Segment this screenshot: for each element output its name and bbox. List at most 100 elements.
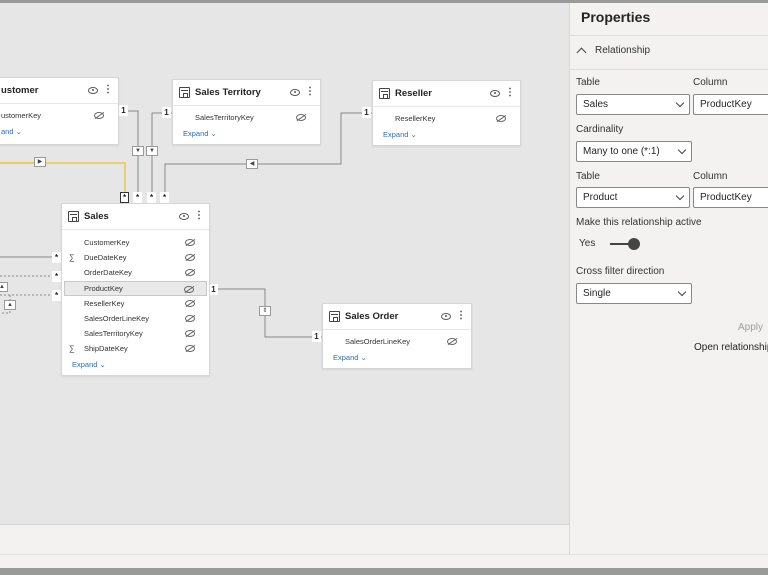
field-row[interactable]: ustomerKey xyxy=(0,108,118,123)
visibility-icon[interactable] xyxy=(441,312,451,320)
expand-link[interactable]: and ⌄ xyxy=(1,126,22,136)
window-bottom-border xyxy=(0,568,768,575)
field-row-selected[interactable]: ProductKey xyxy=(64,280,207,296)
field-label: ProductKey xyxy=(84,283,123,293)
relationship-section-toggle[interactable]: Relationship xyxy=(576,45,650,58)
table-card-customer[interactable]: ustomer ⋮ ustomerKey and ⌄ xyxy=(0,77,119,145)
more-options-icon[interactable]: ⋮ xyxy=(456,310,466,321)
sum-icon: ∑ xyxy=(69,253,75,263)
table-card-sales[interactable]: Sales ⋮ CustomerKey ∑ DueDateKey OrderDa… xyxy=(61,203,210,376)
status-bar xyxy=(0,554,768,568)
model-canvas[interactable]: ▶ ▼ ▼ ◀ ⇕ ▲ ▲ 1 1 1 * * * * * * * 1 1 us… xyxy=(0,3,569,524)
hidden-field-icon xyxy=(185,314,195,322)
properties-panel: Properties Relationship Table Column Sal… xyxy=(570,3,768,554)
cross-filter-label: Cross filter direction xyxy=(576,266,665,277)
field-row[interactable]: ∑ ShipDateKey xyxy=(62,341,209,356)
visibility-icon[interactable] xyxy=(88,86,98,94)
table-card-reseller[interactable]: Reseller ⋮ ResellerKey Expand ⌄ xyxy=(372,80,521,146)
toggle-knob xyxy=(628,238,640,250)
cardinality-one-marker: 1 xyxy=(119,105,128,116)
table-title: ustomer xyxy=(1,85,39,96)
visibility-icon[interactable] xyxy=(179,212,189,220)
panel-title: Properties xyxy=(581,9,651,25)
open-relationship-link[interactable]: Open relationship xyxy=(694,342,768,353)
cardinality-label: Cardinality xyxy=(576,124,624,135)
field-row[interactable]: SalesOrderLineKey xyxy=(323,334,471,349)
field-label: OrderDateKey xyxy=(84,268,132,278)
filter-direction-icon: ▲ xyxy=(0,282,8,292)
divider xyxy=(570,35,768,36)
field-row[interactable]: SalesOrderLineKey xyxy=(62,311,209,326)
table-icon xyxy=(179,87,190,98)
filter-direction-icon: ▲ xyxy=(4,300,16,310)
table-card-sales-order[interactable]: Sales Order ⋮ SalesOrderLineKey Expand ⌄ xyxy=(322,303,472,369)
chevron-down-icon xyxy=(677,145,687,155)
cardinality-many-marker: * xyxy=(52,252,61,263)
field-row[interactable]: ResellerKey xyxy=(373,111,520,126)
field-label: DueDateKey xyxy=(84,253,127,263)
apply-button[interactable]: Apply xyxy=(738,322,764,333)
column1-select[interactable]: ProductKey xyxy=(693,94,768,115)
cardinality-select[interactable]: Many to one (*:1) xyxy=(576,141,692,162)
field-label: ustomerKey xyxy=(1,111,42,121)
cardinality-many-marker: * xyxy=(147,192,156,203)
chevron-down-icon xyxy=(675,191,685,201)
expand-label: Expand xyxy=(183,128,209,138)
hidden-field-icon xyxy=(296,114,306,121)
table-icon xyxy=(68,211,79,222)
field-label: ResellerKey xyxy=(395,114,436,124)
select-value: ProductKey xyxy=(700,99,752,110)
select-value: ProductKey xyxy=(700,192,752,203)
visibility-icon[interactable] xyxy=(490,89,500,97)
active-toggle[interactable] xyxy=(610,238,640,250)
cardinality-many-marker: * xyxy=(120,192,129,203)
hidden-field-icon xyxy=(185,299,195,307)
field-label: CustomerKey xyxy=(84,238,130,248)
field-row[interactable]: SalesTerritoryKey xyxy=(173,110,320,125)
expand-link[interactable]: Expand ⌄ xyxy=(183,128,217,138)
bidirectional-filter-icon: ⇕ xyxy=(259,306,271,316)
field-row[interactable]: SalesTerritoryKey xyxy=(62,326,209,341)
field-label: SalesOrderLineKey xyxy=(345,337,411,347)
more-options-icon[interactable]: ⋮ xyxy=(194,210,204,221)
expand-label: Expand xyxy=(72,360,98,369)
expand-link[interactable]: Expand ⌄ xyxy=(383,129,417,139)
select-value: Many to one (*:1) xyxy=(583,146,660,157)
column2-select[interactable]: ProductKey xyxy=(693,187,768,208)
more-options-icon[interactable]: ⋮ xyxy=(103,84,113,95)
cross-filter-select[interactable]: Single xyxy=(576,283,692,304)
cardinality-one-marker: 1 xyxy=(312,331,321,342)
field-label: SalesTerritoryKey xyxy=(195,113,254,123)
field-row[interactable]: CustomerKey xyxy=(62,235,209,250)
panel-divider[interactable] xyxy=(569,3,570,554)
table2-select[interactable]: Product xyxy=(576,187,690,208)
expand-link[interactable]: Expand ⌄ xyxy=(333,352,367,362)
field-row[interactable]: ResellerKey xyxy=(62,296,209,311)
field-label: SalesTerritoryKey xyxy=(84,329,143,339)
toggle-track xyxy=(610,243,638,245)
visibility-icon[interactable] xyxy=(290,88,300,96)
column2-label: Column xyxy=(693,171,728,182)
more-options-icon[interactable]: ⋮ xyxy=(305,86,315,97)
table-title: Sales xyxy=(84,211,109,222)
field-row[interactable]: ∑ DueDateKey xyxy=(62,250,209,265)
active-toggle-state: Yes xyxy=(579,238,596,249)
sum-icon: ∑ xyxy=(69,344,75,354)
table-card-sales-territory[interactable]: Sales Territory ⋮ SalesTerritoryKey Expa… xyxy=(172,79,321,145)
hidden-field-icon xyxy=(94,112,104,119)
field-label: ResellerKey xyxy=(84,298,125,308)
table-icon xyxy=(329,311,340,322)
table-title: Sales Territory xyxy=(195,87,261,98)
table1-select[interactable]: Sales xyxy=(576,94,690,115)
select-value: Sales xyxy=(583,99,609,110)
filter-direction-icon: ◀ xyxy=(246,159,258,169)
filter-direction-icon: ▼ xyxy=(146,146,158,156)
more-options-icon[interactable]: ⋮ xyxy=(505,87,515,98)
window-top-border xyxy=(0,0,768,3)
expand-label: Expand xyxy=(333,352,359,362)
active-label: Make this relationship active xyxy=(576,217,702,228)
field-label: SalesOrderLineKey xyxy=(84,314,150,324)
field-row[interactable]: OrderDateKey xyxy=(62,265,209,280)
cardinality-many-marker: * xyxy=(133,192,142,203)
expand-link[interactable]: Expand ⌄ xyxy=(72,360,106,369)
